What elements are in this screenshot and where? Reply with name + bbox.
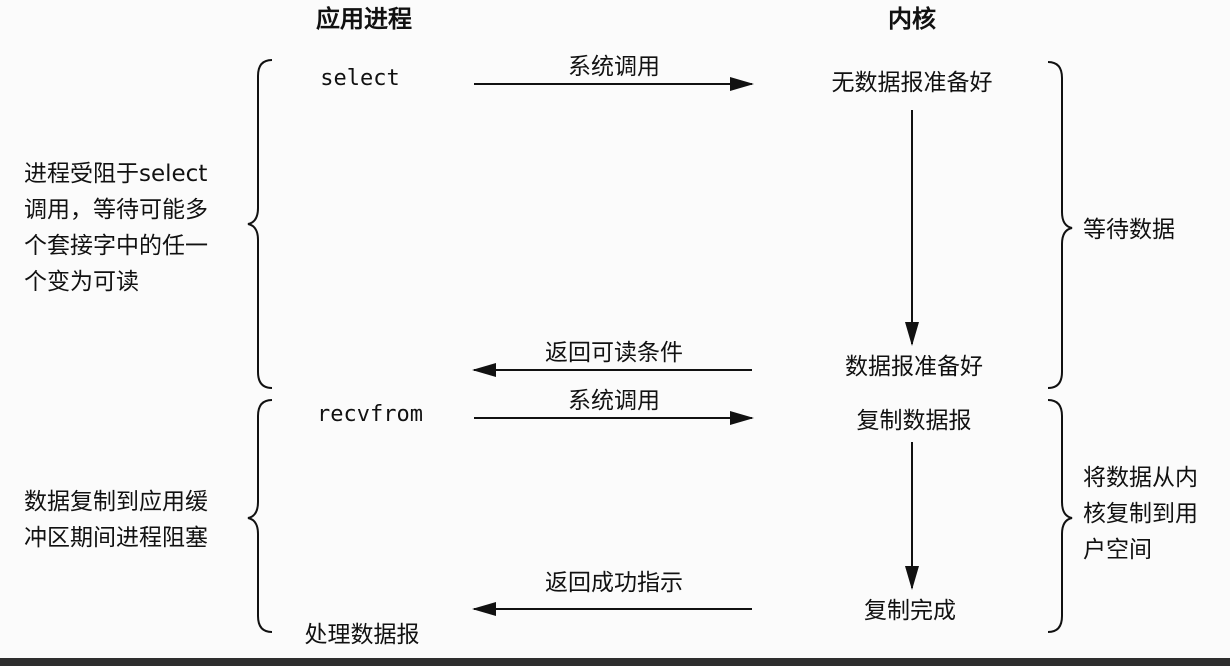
return-success-label: 返回成功指示	[545, 570, 683, 596]
wait-for-data-note: 等待数据	[1083, 217, 1175, 243]
right-brace-wait	[1047, 61, 1073, 389]
copy-datagram-state: 复制数据报	[856, 408, 972, 434]
syscall-label-1: 系统调用	[568, 54, 660, 80]
left-brace-select	[247, 59, 273, 389]
left-brace-copy	[247, 399, 273, 633]
bottom-bar	[0, 658, 1230, 666]
syscall-label-2: 系统调用	[568, 388, 660, 414]
no-datagram-ready-state: 无数据报准备好	[831, 70, 993, 96]
copy-to-user-note: 将数据从内 核复制到用 户空间	[1083, 465, 1198, 563]
right-brace-copy	[1047, 399, 1073, 633]
process-datagram-label: 处理数据报	[304, 622, 420, 648]
blocked-during-copy-note: 数据复制到应用缓 冲区期间进程阻塞	[24, 489, 208, 551]
blocked-in-select-note: 进程受阻于select 调用，等待可能多 个套接字中的任一 个变为可读	[24, 161, 208, 295]
kernel-heading: 内核	[888, 5, 936, 33]
app-process-heading: 应用进程	[316, 5, 412, 33]
datagram-ready-state: 数据报准备好	[845, 354, 983, 380]
return-readable-label: 返回可读条件	[545, 340, 683, 366]
select-call-label: select	[320, 66, 400, 91]
copy-complete-state: 复制完成	[864, 598, 956, 624]
recvfrom-call-label: recvfrom	[317, 402, 423, 427]
